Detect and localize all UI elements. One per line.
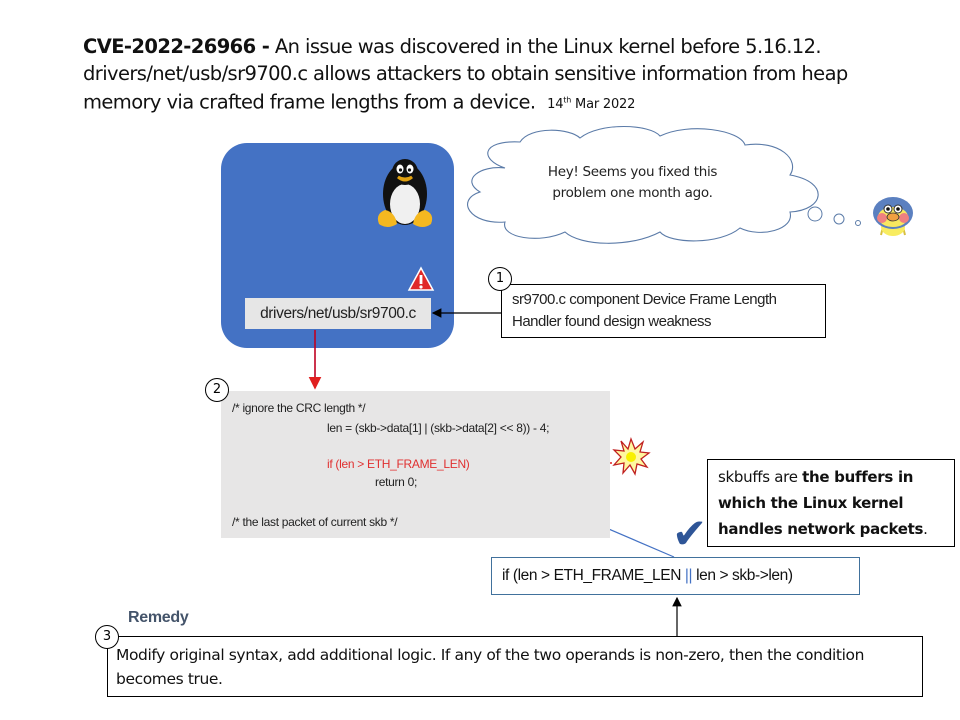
skbuff-note-bold: the buffers in which the Linux kernel ha… [718,468,924,538]
skbuff-note-end: . [923,520,928,538]
fix-part-1: if (len > ETH_FRAME_LEN [502,567,685,584]
explosion-icon [612,437,651,476]
linux-tux-icon [377,159,433,227]
code-snippet: /* ignore the CRC length */ len = (skb->… [221,391,610,538]
thought-cloud [467,125,819,244]
fixed-condition-box: if (len > ETH_FRAME_LEN || len > skb->le… [491,557,860,595]
code-line-comment-crc: /* ignore the CRC length */ [232,401,366,415]
step1-line-2: Handler found design weakness [512,313,711,330]
step1-number-badge: 1 [488,267,512,291]
code-line-if-vulnerable: if (len > ETH_FRAME_LEN) [327,457,470,471]
date-month-year: Mar 2022 [575,97,636,113]
cve-id: CVE-2022-26966 - [83,35,270,58]
publish-date: 14th Mar 2022 [547,96,636,113]
cve-title: CVE-2022-26966 - An issue was discovered… [83,33,883,118]
fix-or-operator: || [684,567,693,584]
code-line-comment-last: /* the last packet of current skb */ [232,515,398,529]
checkmark-icon: ✔ [672,509,708,558]
step3-number-badge: 3 [95,625,119,649]
skbuff-note: skbuffs are the buffers in which the Lin… [707,459,955,547]
remedy-box: Modify original syntax, add additional l… [107,636,923,697]
cve-description: An issue was discovered in the Linux ker… [83,35,848,114]
thought-line-2: problem one month ago. [552,185,713,201]
warning-triangle-icon [407,266,435,291]
code-line-return: return 0; [375,475,417,489]
penguin-character-icon [873,197,913,236]
step1-note: sr9700.c component Device Frame Length H… [501,284,826,338]
date-day: 14 [547,97,564,113]
thought-bubble-text: Hey! Seems you fixed this problem one mo… [520,162,745,204]
fix-part-2: len > skb->len) [692,567,793,584]
remedy-title: Remedy [128,609,189,626]
date-suffix: th [563,96,572,105]
step2-number-badge: 2 [205,378,229,402]
thought-line-1: Hey! Seems you fixed this [547,164,718,180]
skbuff-note-plain: skbuffs are [718,468,803,486]
step1-line-1: sr9700.c component Device Frame Length [512,291,777,308]
file-path-label: drivers/net/usb/sr9700.c [245,298,431,329]
code-line-len: len = (skb->data[1] | (skb->data[2] << 8… [327,421,550,435]
